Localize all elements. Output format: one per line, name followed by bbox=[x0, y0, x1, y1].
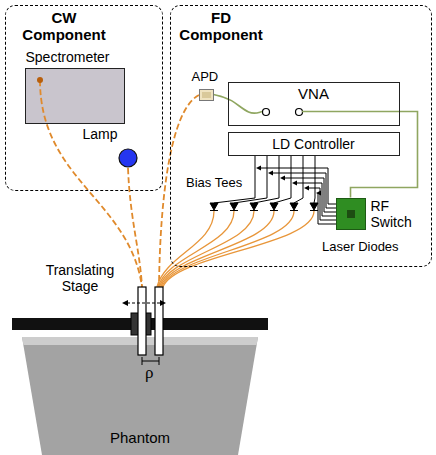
bias-tee-symbol bbox=[268, 171, 273, 176]
diode-bar bbox=[310, 210, 318, 211]
fiber bbox=[163, 211, 314, 287]
label-holder: Bias Tees bbox=[186, 176, 242, 191]
diode-bar bbox=[230, 210, 238, 211]
fiber bbox=[128, 168, 142, 287]
apd-symbol: APD bbox=[199, 89, 214, 101]
component-label: APD bbox=[192, 70, 207, 85]
spectrometer-box: Spectrometer bbox=[25, 68, 125, 124]
shape-outline bbox=[118, 148, 138, 168]
spectrometer-body bbox=[25, 68, 125, 124]
group-label: Laser Diodes bbox=[322, 240, 399, 255]
fiber-tip bbox=[37, 77, 43, 83]
port-symbol bbox=[263, 109, 270, 116]
component-label: RF Switch bbox=[371, 198, 423, 230]
signal-cable bbox=[214, 95, 263, 114]
bias-tee-symbol bbox=[304, 186, 309, 191]
phantom-label: Phantom bbox=[22, 429, 258, 446]
phantom-surface bbox=[22, 337, 258, 345]
fiber bbox=[40, 80, 142, 287]
instrument-box: VNA bbox=[228, 82, 400, 126]
label-holder: Translating Stage bbox=[40, 262, 120, 294]
fiber bbox=[162, 211, 294, 287]
stage-label: Translating Stage bbox=[40, 262, 120, 294]
bias-tee-symbol bbox=[280, 176, 285, 181]
diode-bar bbox=[270, 210, 278, 211]
box-label: VNA bbox=[229, 85, 399, 102]
arrowhead bbox=[122, 300, 128, 306]
group-box: CW ComponentSpectrometerLamp bbox=[5, 5, 163, 191]
wire bbox=[274, 156, 291, 203]
dimension-tick bbox=[142, 357, 143, 365]
motion-arrow bbox=[127, 302, 161, 303]
component-label: Spectrometer bbox=[26, 49, 124, 65]
apd-body bbox=[199, 89, 213, 100]
probe-rod bbox=[138, 287, 146, 355]
shape-outline bbox=[199, 89, 214, 101]
fiber bbox=[157, 211, 214, 287]
lamp-bulb bbox=[119, 149, 137, 167]
lamp-symbol: Lamp bbox=[118, 148, 138, 168]
port-symbol bbox=[296, 109, 303, 116]
probe-rod bbox=[155, 287, 163, 355]
apd-window bbox=[202, 92, 211, 98]
laser-diode-symbols bbox=[210, 203, 318, 211]
rf-switch-knob bbox=[347, 210, 355, 218]
group-box: FD ComponentAPD VNA LD Controller RF Switch bbox=[170, 5, 432, 267]
diode-bar bbox=[290, 210, 298, 211]
distance-symbol: ρ bbox=[145, 363, 153, 383]
diode-bar bbox=[210, 210, 218, 211]
wire bbox=[294, 156, 303, 203]
diode-bar bbox=[250, 210, 258, 211]
bias-tee-symbol bbox=[292, 181, 297, 186]
dimension-line bbox=[142, 361, 159, 362]
laser-fibers bbox=[157, 211, 314, 287]
diode-symbol bbox=[290, 203, 298, 210]
shape-outline bbox=[336, 198, 366, 230]
cw-fibers bbox=[40, 80, 199, 287]
box-label: LD Controller bbox=[229, 136, 399, 152]
bias-tee-symbol bbox=[316, 191, 321, 196]
arrowhead bbox=[160, 300, 166, 306]
component-label: Lamp bbox=[83, 126, 103, 142]
diode-symbol bbox=[230, 203, 238, 210]
diode-symbol bbox=[250, 203, 258, 210]
diode-symbol bbox=[210, 203, 218, 210]
rf-switch-symbol: RF Switch bbox=[336, 198, 366, 230]
fiber bbox=[161, 211, 274, 287]
dimension-tick bbox=[159, 357, 160, 365]
group-label: Bias Tees bbox=[186, 176, 242, 191]
diode-symbol bbox=[270, 203, 278, 210]
group-title: CW Component bbox=[14, 10, 114, 43]
phantom-body bbox=[22, 337, 258, 455]
signal-cable bbox=[302, 112, 418, 198]
bias-tee-symbol bbox=[256, 166, 261, 171]
bias-tee-symbols bbox=[256, 166, 321, 196]
rf-switch-body bbox=[336, 198, 365, 229]
diode-symbol bbox=[310, 203, 318, 210]
wire bbox=[318, 193, 336, 224]
rf-wires bbox=[260, 168, 336, 224]
group-title: FD Component bbox=[171, 10, 271, 43]
wire bbox=[314, 156, 315, 203]
label-holder: ρ bbox=[145, 363, 153, 383]
instrument-box: LD Controller bbox=[228, 132, 400, 156]
wire bbox=[254, 156, 279, 203]
wire bbox=[308, 188, 336, 220]
label-holder: Laser Diodes bbox=[322, 240, 399, 255]
